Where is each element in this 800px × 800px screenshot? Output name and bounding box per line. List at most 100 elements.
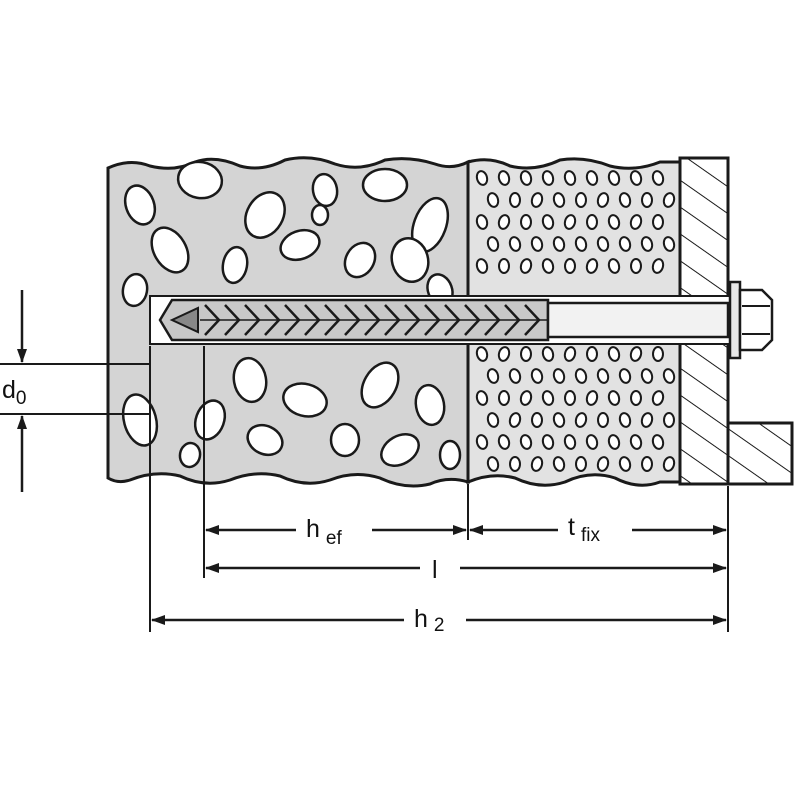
- anchor-expansion-zone: [200, 304, 548, 336]
- plaster-dot: [640, 368, 654, 384]
- plaster-dot: [475, 346, 489, 362]
- plaster-aggregate: [475, 170, 676, 472]
- plaster-dot: [475, 258, 489, 274]
- plaster-dot: [486, 412, 500, 428]
- plaster-dot: [541, 214, 555, 230]
- plaster-dot: [564, 258, 576, 274]
- concrete-stone: [232, 356, 268, 404]
- plaster-dot: [552, 412, 566, 428]
- hex-screw-head-icon: [738, 288, 774, 352]
- plaster-dot: [486, 236, 500, 252]
- plaster-dot: [618, 368, 632, 384]
- concrete-stone: [279, 228, 321, 262]
- concrete-stone: [121, 272, 149, 308]
- plaster-dot: [618, 456, 632, 472]
- plaster-dot: [552, 236, 566, 252]
- plaster-dot: [475, 170, 489, 186]
- concrete-stone: [361, 167, 409, 203]
- plaster-dot: [574, 236, 588, 252]
- plaster-dot: [652, 346, 664, 362]
- concrete-stone: [329, 422, 361, 458]
- plaster-dot: [651, 258, 665, 274]
- dimension-lines: [17, 290, 727, 625]
- concrete-stone: [380, 433, 420, 467]
- plaster-dot: [574, 368, 588, 384]
- concrete-stone: [244, 191, 286, 239]
- plaster-dot: [662, 192, 676, 208]
- plaster-dot: [585, 434, 599, 450]
- plaster-dot: [596, 236, 610, 252]
- concrete-stone: [176, 160, 224, 200]
- tfix-label-main: t: [568, 513, 575, 541]
- plaster-dot: [497, 434, 511, 450]
- plaster-dot: [563, 434, 577, 450]
- plaster-dot: [663, 412, 675, 428]
- plaster-dot: [629, 346, 643, 362]
- plaster-dot: [641, 192, 653, 208]
- plaster-dot: [508, 368, 522, 384]
- plaster-dot: [575, 456, 587, 472]
- plaster-dot: [509, 192, 521, 208]
- plaster-dot: [531, 412, 543, 428]
- plaster-dot: [607, 258, 621, 274]
- concrete-stone: [121, 393, 159, 447]
- plaster-dot: [530, 236, 544, 252]
- d0-label: d0: [2, 376, 26, 409]
- plaster-dot: [508, 236, 522, 252]
- plaster-dot: [651, 170, 665, 186]
- plaster-dot: [564, 390, 576, 406]
- plaster-dot: [630, 258, 642, 274]
- plaster-dot: [563, 170, 577, 186]
- plaster-dot: [618, 412, 632, 428]
- d0-label-sub: 0: [16, 388, 27, 409]
- plaster-dot: [607, 390, 621, 406]
- plaster-dot: [486, 368, 500, 384]
- plaster-dot: [662, 368, 676, 384]
- plaster-dot: [629, 434, 643, 450]
- plaster-dot: [596, 192, 610, 208]
- plaster-dot: [652, 214, 664, 230]
- concrete-stone: [246, 423, 284, 457]
- plaster-dot: [519, 170, 533, 186]
- extension-lines: [0, 346, 729, 632]
- concrete-stone: [390, 236, 430, 284]
- plaster-dot: [497, 170, 511, 186]
- plaster-dot: [519, 258, 533, 274]
- plaster-dot: [519, 390, 533, 406]
- plaster-dot: [607, 434, 621, 450]
- plaster-dot: [498, 258, 510, 274]
- plaster-dot: [520, 214, 532, 230]
- plaster-dot: [475, 434, 489, 450]
- plaster-dot: [498, 390, 510, 406]
- fixture-flange: [726, 421, 794, 486]
- plaster-dot: [651, 434, 665, 450]
- plaster-dot: [508, 412, 522, 428]
- concrete-stone: [438, 439, 462, 471]
- plaster-dot: [552, 456, 566, 472]
- plaster-dot: [607, 170, 621, 186]
- d0-label-main: d: [2, 376, 16, 404]
- concrete-stone: [123, 184, 157, 226]
- concrete-stone: [221, 245, 249, 285]
- plaster-dot: [585, 170, 599, 186]
- plaster-dot: [586, 346, 598, 362]
- hef-label-main: h: [306, 515, 320, 543]
- concrete-stone: [150, 226, 190, 274]
- concrete-stone: [178, 441, 202, 469]
- plaster-dot: [629, 170, 643, 186]
- plaster-dot: [651, 390, 665, 406]
- plaster-dot: [530, 368, 544, 384]
- plaster-dot: [618, 236, 632, 252]
- plaster-dot: [509, 456, 521, 472]
- plaster-dot: [541, 170, 555, 186]
- concrete-stone: [282, 382, 328, 418]
- plaster-dot: [563, 346, 577, 362]
- tfix-label-sub: fix: [581, 525, 601, 546]
- plaster-dot: [574, 412, 588, 428]
- concrete-aggregate: [121, 160, 462, 471]
- h2-label-sub: 2: [434, 615, 445, 636]
- plaster-dot: [575, 192, 587, 208]
- plaster-dot: [585, 390, 599, 406]
